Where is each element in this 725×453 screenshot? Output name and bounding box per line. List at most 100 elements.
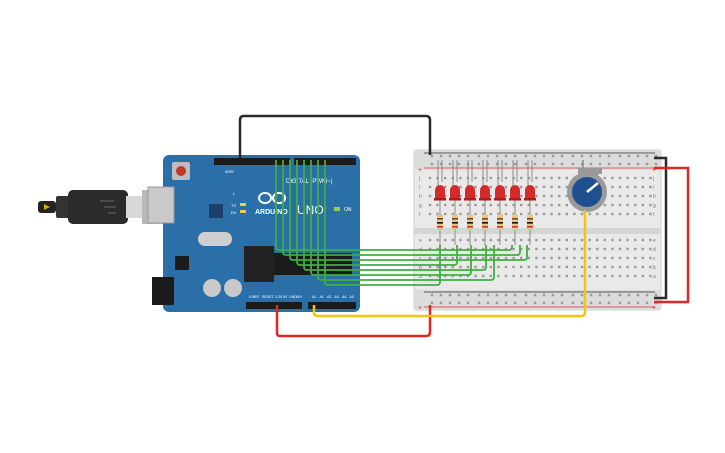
hole: [504, 247, 508, 251]
hole: [451, 256, 454, 260]
hole: [618, 247, 622, 251]
rail-hole: [495, 162, 499, 166]
rail-hole: [495, 293, 499, 297]
resistor-band: [452, 218, 458, 220]
resistor-band: [497, 222, 503, 224]
rail-hole: [580, 301, 584, 305]
resistor-group[interactable]: [437, 200, 533, 245]
rail-hole: [607, 293, 611, 297]
hole: [428, 265, 432, 269]
hole: [565, 185, 568, 189]
plus-label-top-right: +: [652, 167, 656, 174]
rail-hole: [636, 162, 640, 166]
resistor-band: [452, 226, 458, 228]
green-wire[interactable]: [324, 160, 441, 286]
resistor-band: [482, 226, 488, 228]
rail-hole: [571, 162, 575, 166]
rail-hole: [542, 162, 546, 166]
hole: [466, 238, 470, 242]
wire-gnd-top[interactable]: [238, 114, 432, 158]
hole: [550, 274, 553, 278]
hole: [603, 265, 606, 269]
arduino-uno-board[interactable]: DIGITAL (PWM~) ARDUINO UNO L TX RX ON IO…: [147, 155, 360, 312]
green-wire[interactable]: [296, 160, 458, 266]
wire-analog-signal[interactable]: [312, 210, 587, 318]
hole: [474, 247, 477, 251]
hole: [611, 256, 614, 260]
rail-hole: [486, 301, 490, 305]
hole: [573, 247, 576, 251]
green-wire[interactable]: [310, 160, 472, 276]
hole: [611, 194, 614, 198]
gnd-label: GND: [289, 295, 297, 299]
led[interactable]: [510, 185, 520, 199]
rail-hole: [560, 162, 564, 166]
row-letter: d: [653, 247, 656, 253]
hole: [596, 238, 599, 242]
green-signal-wires[interactable]: [275, 160, 528, 286]
hole: [565, 203, 568, 207]
hole: [649, 212, 652, 216]
analog-header: [308, 302, 356, 309]
hole: [428, 274, 432, 278]
hole: [611, 265, 614, 269]
led[interactable]: [450, 185, 460, 199]
potentiometer[interactable]: [567, 168, 607, 212]
rail-hole: [486, 293, 490, 297]
hole: [611, 238, 614, 242]
green-wire[interactable]: [282, 160, 521, 256]
led[interactable]: [435, 185, 445, 199]
row-letter: j: [418, 176, 420, 182]
row-letter: g: [653, 203, 656, 209]
rail-hole: [589, 154, 593, 158]
hole: [649, 203, 652, 207]
rail-hole: [571, 154, 575, 158]
hole: [641, 247, 644, 251]
rail-hole: [477, 293, 481, 297]
hole: [428, 176, 432, 180]
analog-pin-label: A1: [320, 295, 324, 299]
hole: [542, 194, 546, 198]
rail-hole: [504, 154, 508, 158]
rail-hole: [551, 301, 555, 305]
led[interactable]: [525, 185, 535, 199]
rail-hole: [495, 301, 499, 305]
led-group[interactable]: [434, 160, 536, 201]
green-wire[interactable]: [317, 160, 495, 281]
hole: [436, 203, 439, 207]
hole: [527, 212, 530, 216]
l-led-label: L: [233, 191, 236, 196]
rail-hole: [589, 293, 593, 297]
hole: [634, 256, 637, 260]
rail-hole: [504, 162, 508, 166]
green-wire[interactable]: [289, 160, 528, 261]
center-channel: [414, 228, 661, 234]
rail-hole: [551, 154, 555, 158]
wire-gnd-right[interactable]: [654, 156, 668, 300]
led[interactable]: [480, 185, 490, 199]
led[interactable]: [495, 185, 505, 199]
rail-hole: [533, 154, 537, 158]
hole: [611, 176, 614, 180]
hole: [558, 265, 561, 269]
hole: [542, 265, 546, 269]
hole: [626, 265, 629, 269]
hole: [588, 238, 591, 242]
rail-hole: [645, 162, 649, 166]
rail-hole: [627, 162, 631, 166]
green-wire[interactable]: [303, 160, 487, 271]
wire-5v-bottom[interactable]: [275, 305, 432, 338]
hole: [573, 256, 576, 260]
hole: [611, 203, 614, 207]
hole: [520, 256, 523, 260]
wire-5v-right[interactable]: [654, 166, 690, 304]
hole: [428, 194, 432, 198]
rail-hole: [477, 301, 481, 305]
hole: [436, 274, 439, 278]
green-wire[interactable]: [275, 160, 513, 251]
hole: [520, 265, 523, 269]
hole: [428, 238, 432, 242]
led[interactable]: [465, 185, 475, 199]
